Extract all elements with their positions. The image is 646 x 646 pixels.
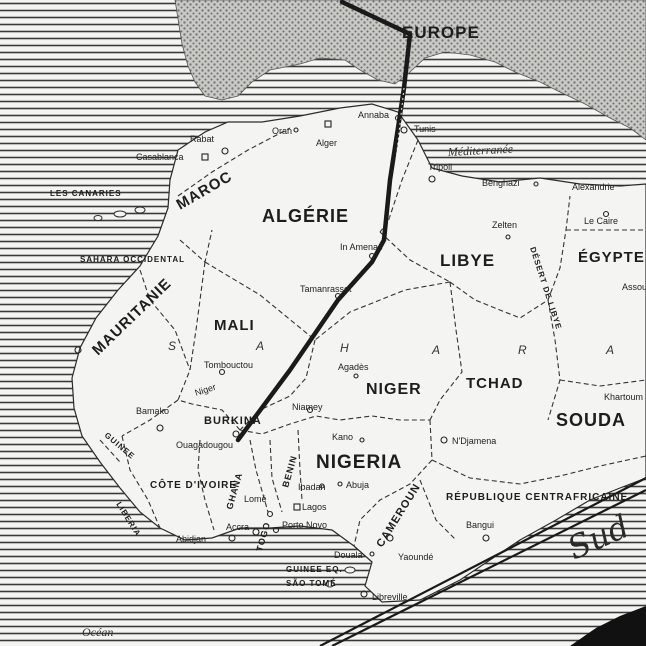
city-label: Tunis [414,124,436,134]
city-label: Casablanca [136,152,184,162]
region-letter: H [340,341,349,355]
country-label-soudan: SOUDA [556,410,626,430]
islands [93,206,356,588]
city-label: Tamanrasset [300,284,352,294]
city-label: Yaoundé [398,552,433,562]
country-label-sao-tome: SÃO TOMÉ [286,579,337,588]
city-label: Ouagadougou [176,440,233,450]
city-label: Zelten [492,220,517,230]
city-label: Benghazi [482,178,520,188]
city-label: Rabat [190,134,215,144]
europe-landmass [174,0,646,141]
city-label: Assouan [622,282,646,292]
city-label: Le Caire [584,216,618,226]
city-label: Lagos [302,502,327,512]
city-label: Tripoli [428,162,452,172]
country-label-rca: RÉPUBLIQUE CENTRAFRICAINE [446,490,628,503]
city-label: Accra [226,522,249,532]
bottom-text: Océan [82,625,113,639]
region-letter: A [255,339,264,353]
city-label: Niamey [292,402,323,412]
city-label: Ibadan [298,482,326,492]
country-label-canaries: LES CANARIES [50,189,122,198]
country-borders [99,127,646,547]
bottom-scribble [570,606,646,646]
city-label: In Amenas [340,242,383,252]
region-letter: A [431,343,440,357]
country-label-burkina: BURKINA [204,415,262,427]
country-label-mali: MALI [214,317,255,334]
city-label: Khartoum [604,392,643,402]
region-letter: S [168,339,176,353]
city-label: Kano [332,432,353,442]
sea-label: Méditerranée [446,142,514,159]
city-label: Oran [272,126,292,136]
country-label-niger: NIGER [366,381,422,398]
route-line [235,0,413,443]
continent-label: EUROPE [402,23,480,42]
city-label: Alger [316,138,337,148]
city-label: Abuja [346,480,369,490]
country-label-egypte: ÉGYPTE [578,249,645,266]
city-label: N'Djamena [452,436,496,446]
city-label: Tombouctou [204,360,253,370]
city-label: Annaba [358,110,389,120]
city-label: Abidjan [176,534,206,544]
city-markers [74,114,610,598]
country-label-guinee-eq: GUINEE EQ. [286,565,343,574]
country-label-sahara-occidental: SAHARA OCCIDENTAL [80,255,185,264]
city-label: Bamako [136,406,169,416]
city-label: Douala [334,550,363,560]
country-label-tchad: TCHAD [466,375,524,392]
region-letter: A [605,343,614,357]
city-label: Lomé [244,494,267,504]
country-label-cote-divoire: CÔTE D'IVOIRE [150,478,237,491]
city-label: Alexandrie [572,182,615,192]
city-label: Bangui [466,520,494,530]
city-label: Agadès [338,362,369,372]
country-label-algerie: ALGÉRIE [262,205,349,226]
country-label-nigeria: NIGERIA [316,452,402,473]
diagonal-lines [319,477,646,646]
region-letter: R [518,343,527,357]
country-label-libye: LIBYE [440,251,495,270]
city-label: Porto Novo [282,520,327,530]
city-label: Libreville [372,592,408,602]
